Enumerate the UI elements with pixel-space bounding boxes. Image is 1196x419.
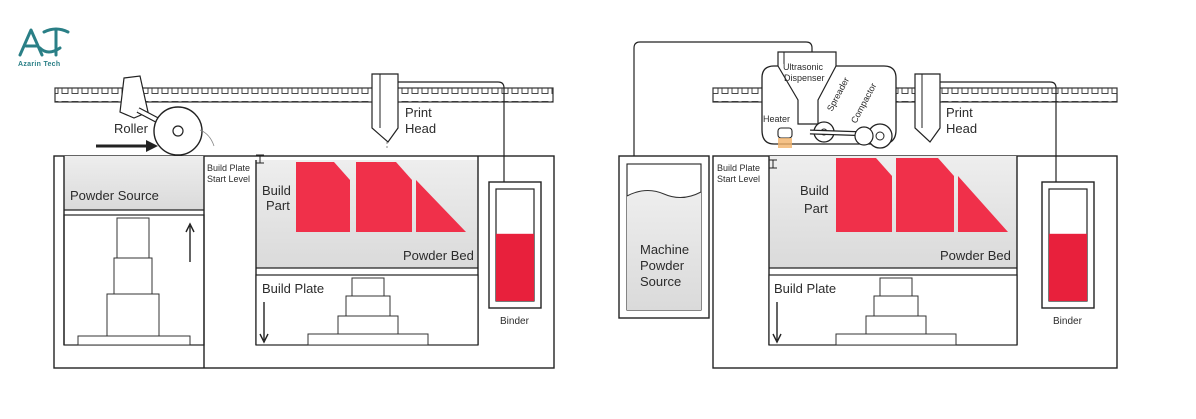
ultrasonic-label-2: Dispenser (784, 73, 825, 83)
build-part-right-label-1: Build (800, 183, 829, 198)
build-plate-start-label-1: Build Plate (207, 163, 250, 173)
binder-right-label: Binder (1053, 316, 1083, 327)
print-head (371, 73, 399, 150)
azarin-tech-logo: Azarin Tech (18, 27, 70, 68)
binder-fill-level-right (1049, 233, 1087, 301)
right-diagram: Machine Powder Source Bui (618, 41, 1118, 369)
build-plate-start-right-label-1: Build Plate (717, 163, 760, 173)
print-head-label-2: Head (405, 121, 436, 136)
part-block-1-right (836, 158, 892, 232)
binder-reservoir (488, 181, 542, 309)
up-arrow-icon (185, 222, 195, 262)
powder-bed-right-label: Powder Bed (940, 248, 1011, 263)
powder-source-chamber (63, 156, 205, 368)
heater-label: Heater (763, 114, 790, 124)
ultrasonic-label-1: Ultrasonic (783, 62, 824, 72)
part-block-3 (416, 180, 466, 232)
binder-feed-line-right (940, 81, 1057, 300)
machine-source-label-2: Powder (640, 258, 685, 273)
gantry-rail (54, 87, 554, 103)
build-part-label-2: Part (266, 198, 290, 213)
print-head-right-label-1: Print (946, 105, 973, 120)
down-arrow-icon (259, 302, 269, 344)
build-chamber-right (768, 156, 1018, 346)
binder-label: Binder (500, 316, 530, 327)
roller-direction-arrow-icon (96, 140, 158, 152)
build-part-right-label-2: Part (804, 201, 828, 216)
binder-reservoir-right (1041, 181, 1095, 309)
powder-bed-label: Powder Bed (403, 248, 474, 263)
heater-icon (777, 127, 793, 148)
build-plate-start-label-2: Start Level (207, 174, 250, 184)
binder-feed-line (398, 81, 505, 300)
part-block-1 (296, 162, 350, 232)
carriage-housing (761, 51, 897, 149)
down-arrow-right-icon (772, 302, 782, 344)
part-block-2-right (896, 158, 954, 232)
machine-source-label-1: Machine (640, 242, 689, 257)
build-plate-right-label: Build Plate (774, 281, 836, 296)
part-block-2 (356, 162, 412, 232)
start-level-marker (256, 154, 264, 164)
print-head-right (914, 73, 941, 143)
build-part-right (836, 158, 1008, 232)
part-block-3-right (958, 176, 1008, 232)
machine-powder-source (618, 155, 710, 319)
print-head-label-1: Print (405, 105, 432, 120)
powder-feed-line (633, 41, 813, 156)
roller-label: Roller (114, 121, 149, 136)
logo-text: Azarin Tech (18, 61, 60, 68)
build-plate-label: Build Plate (262, 281, 324, 296)
machine-source-label-3: Source (640, 274, 681, 289)
build-plate-start-right-label-2: Start Level (717, 174, 760, 184)
roller-assembly (119, 75, 215, 156)
logo-mark-icon (18, 27, 70, 57)
build-chamber (255, 156, 479, 346)
start-level-marker-right (769, 159, 777, 169)
print-head-right-label-2: Head (946, 121, 977, 136)
left-diagram: Powder Source Build (53, 73, 555, 369)
powder-source-label: Powder Source (70, 188, 159, 203)
build-part-label-1: Build (262, 183, 291, 198)
build-part (296, 162, 466, 232)
binder-fill-level (496, 233, 534, 301)
